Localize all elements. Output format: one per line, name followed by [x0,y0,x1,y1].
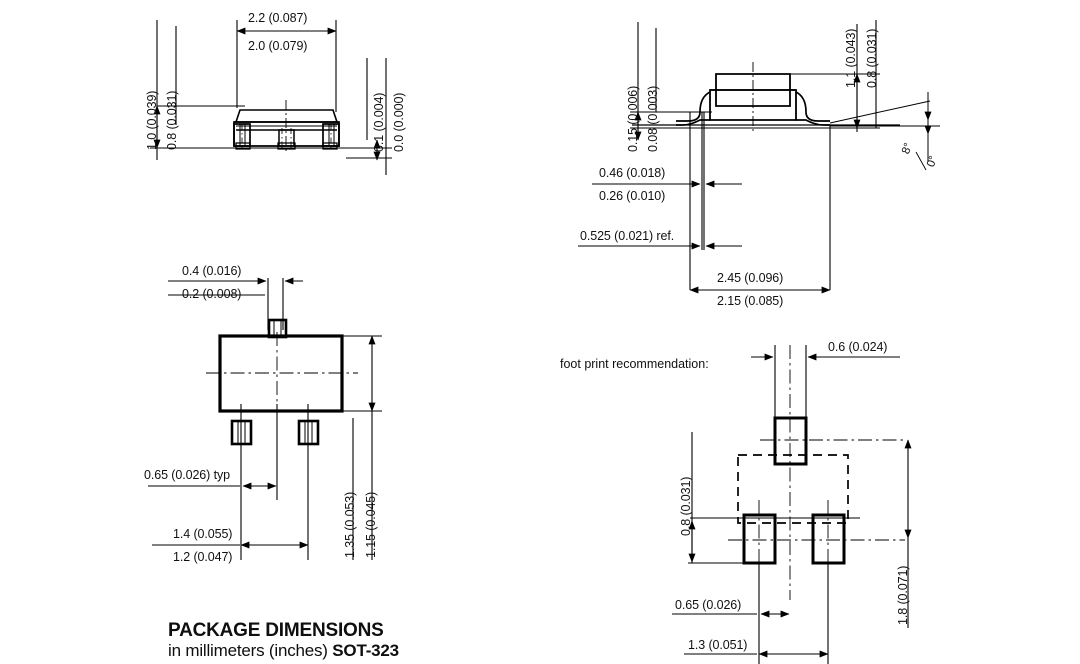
view-footprint [672,345,912,664]
view-end-elevation [578,20,940,294]
dim-standoff-max-label: 0.1 (0.004) [372,92,386,152]
view-plan-top [148,277,382,560]
dim-span-max-label: 2.45 (0.096) [717,271,784,285]
dim-height-min-label: 0.8 (0.031) [165,90,179,150]
dim-pad-width-label: 0.6 (0.024) [828,340,888,354]
page-subtitle-units: in millimeters (inches) [168,641,333,661]
dim-width-min-label: 2.0 (0.079) [248,39,308,53]
view-side-elevation [150,20,392,175]
page-subtitle-package: SOT-323 [332,641,399,661]
dim-lead-ref-label: 0.525 (0.021) ref. [580,229,675,243]
dim-lead-thickness-min-label: 0.08 (0.003) [646,85,660,152]
dim-body-depth-max-label: 1.35 (0.053) [343,491,357,558]
dim-standoff-min-label: 0.0 (0.000) [392,92,406,152]
dim-lead-span-max-label: 1.4 (0.055) [173,527,233,541]
dim-pad-pitch-full-label: 1.3 (0.051) [688,638,748,652]
dim-span-min-label: 2.15 (0.085) [717,294,784,308]
dim-pad-pitch-half-label: 0.65 (0.026) [675,598,742,612]
dim-plan-lead-width-min-label: 0.2 (0.008) [182,287,242,301]
dim-body-depth-min-label: 1.15 (0.045) [364,491,378,558]
dim-plan-lead-width-max-label: 0.4 (0.016) [182,264,242,278]
dim-height-max-label: 1.0 (0.039) [145,90,159,150]
dim-pitch-typ-label: 0.65 (0.026) typ [144,468,230,482]
dim-lead-thickness-max-label: 0.15 (0.006) [626,85,640,152]
dim-pad-height-label: 0.8 (0.031) [679,476,693,536]
dim-lead-width-max-label: 0.46 (0.018) [599,166,666,180]
dim-lead-width-min-label: 0.26 (0.010) [599,189,666,203]
footprint-recommendation-note: foot print recommendation: [560,357,709,371]
page-title: PACKAGE DIMENSIONS [168,620,384,641]
dim-lead-span-min-label: 1.2 (0.047) [173,550,233,564]
page-subtitle: in millimeters (inches) SOT-323 [168,641,399,660]
dim-pad-row-span-label: 1.8 (0.071) [896,565,910,625]
title-block: PACKAGE DIMENSIONS in millimeters (inche… [168,620,399,660]
dim-body-height-max-label: 1.1 (0.043) [844,28,858,88]
dim-body-height-min-label: 0.8 (0.031) [865,28,879,88]
dim-width-max-label: 2.2 (0.087) [248,11,308,25]
